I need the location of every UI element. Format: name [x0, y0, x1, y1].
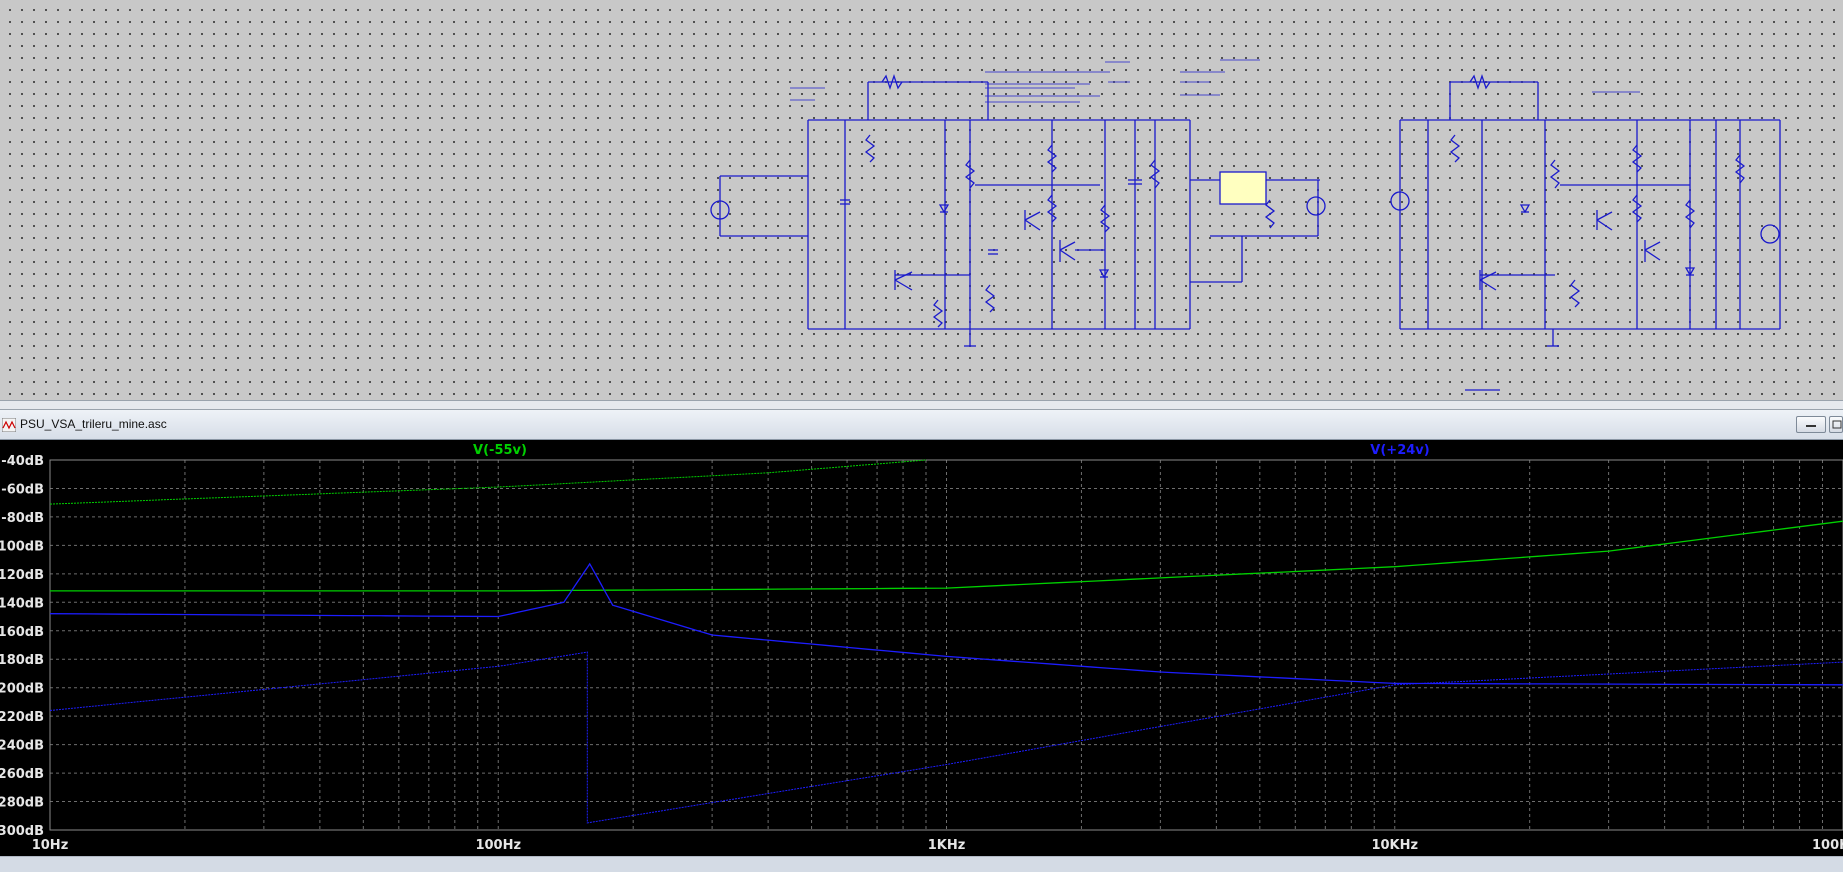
y-tick-label: -160dB: [0, 625, 44, 640]
x-tick-label: 1KHz: [928, 838, 966, 853]
x-tick-label: 100Hz: [475, 838, 521, 853]
x-tick-label: 100KHz: [1812, 838, 1843, 853]
y-tick-label: -300dB: [0, 824, 44, 839]
schematic-canvas[interactable]: [0, 0, 1843, 400]
restore-button[interactable]: [1829, 416, 1843, 433]
schematic-drawing: [710, 59, 1781, 391]
minimize-icon: [1806, 425, 1816, 427]
panel-splitter[interactable]: [0, 400, 1843, 410]
trace-v-24v-magnitude[interactable]: [49, 562, 1843, 686]
restore-icon: [1832, 420, 1842, 429]
trace-label-v-24v[interactable]: V(+24v): [1370, 443, 1429, 458]
x-tick-label: 10KHz: [1371, 838, 1418, 853]
y-tick-label: -80dB: [1, 511, 44, 526]
status-bar: [0, 856, 1843, 872]
y-tick-label: -280dB: [0, 796, 44, 811]
y-tick-label: -180dB: [0, 653, 44, 668]
y-tick-label: -260dB: [0, 767, 44, 782]
y-tick-label: -40dB: [1, 454, 44, 469]
waveform-icon: [2, 418, 16, 432]
y-tick-label: -120dB: [0, 568, 44, 583]
y-tick-label: -140dB: [0, 596, 44, 611]
waveform-window-titlebar[interactable]: PSU_VSA_trileru_mine.asc: [0, 410, 1843, 440]
minimize-button[interactable]: [1796, 416, 1826, 433]
plot-traces: [49, 459, 1843, 824]
y-tick-label: -200dB: [0, 682, 44, 697]
x-tick-label: 10Hz: [32, 838, 69, 853]
y-tick-label: -220dB: [0, 710, 44, 725]
y-axis-ticks: -40dB -60dB -80dB -100dB -120dB -140dB -160dB -…: [0, 454, 44, 839]
y-tick-label: -100dB: [0, 539, 44, 554]
x-axis-ticks: 10Hz 100Hz 1KHz 10KHz 100KHz: [32, 838, 1843, 853]
window-title: PSU_VSA_trileru_mine.asc: [20, 417, 167, 431]
y-tick-label: -60dB: [1, 482, 44, 497]
waveform-plot[interactable]: V(-55v) V(+24v) -40dB -60dB -80dB -100dB -12…: [0, 440, 1843, 856]
plot-grid: [49, 459, 1843, 831]
trace-v-24v-phase[interactable]: [49, 651, 1843, 824]
waveform-plot-pane[interactable]: V(-55v) V(+24v) -40dB -60dB -80dB -100dB -12…: [0, 440, 1843, 856]
trace-label-v-55v[interactable]: V(-55v): [473, 443, 527, 458]
trace-v-55v-phase[interactable]: [49, 459, 927, 505]
trace-v-55v-magnitude[interactable]: [50, 520, 1843, 592]
plot-frame: [49, 459, 1843, 831]
y-tick-label: -240dB: [0, 739, 44, 754]
